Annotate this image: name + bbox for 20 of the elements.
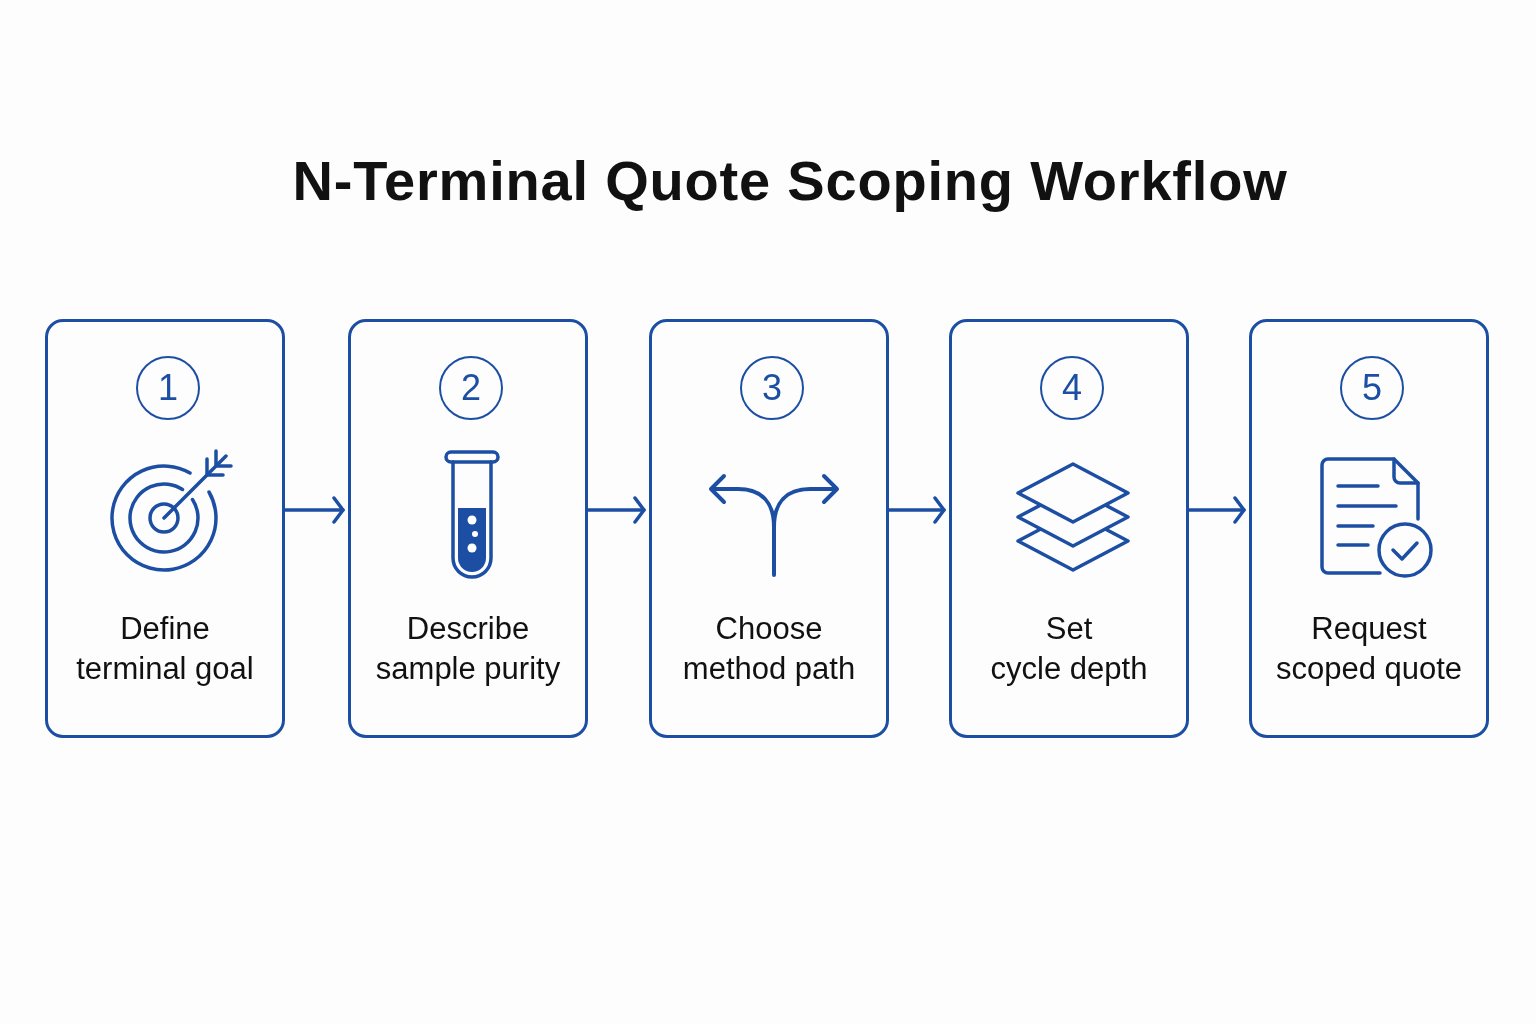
step-label: Set cycle depth <box>990 610 1148 688</box>
step-card <box>45 319 285 738</box>
arrow <box>1187 496 1246 524</box>
diagram-title: N-Terminal Quote Scoping Workflow <box>292 148 1288 214</box>
step-card <box>348 319 588 738</box>
step-number: 2 <box>439 356 503 420</box>
step-label: Request scoped quote <box>1275 610 1463 688</box>
step-number: 3 <box>740 356 804 420</box>
step-number: 4 <box>1040 356 1104 420</box>
step-label: Choose method path <box>682 610 856 688</box>
arrow <box>887 496 946 524</box>
step-label: Describe sample purity <box>375 610 561 688</box>
step-number: 1 <box>136 356 200 420</box>
step-card <box>949 319 1189 738</box>
step-card <box>649 319 889 738</box>
step-label: Define terminal goal <box>76 610 254 688</box>
arrow <box>283 496 345 524</box>
step-card <box>1249 319 1489 738</box>
arrow <box>586 496 646 524</box>
step-number: 5 <box>1340 356 1404 420</box>
